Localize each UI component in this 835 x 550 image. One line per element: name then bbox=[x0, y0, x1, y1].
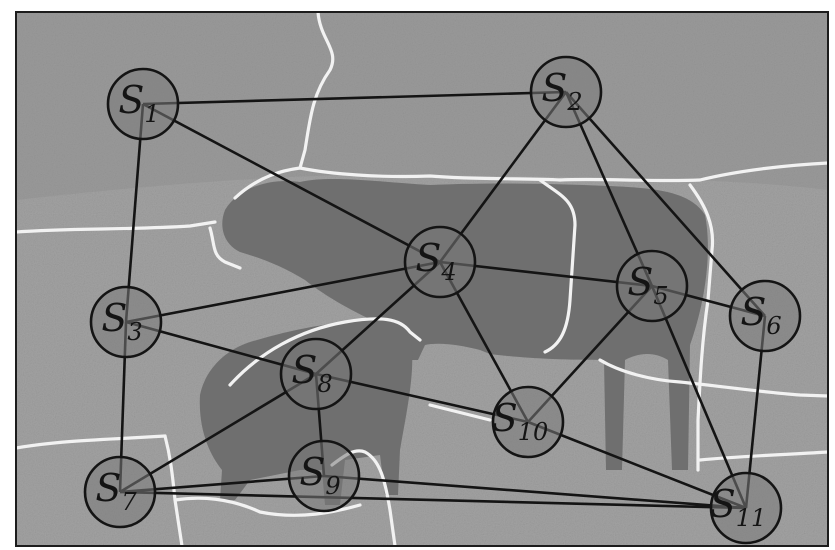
node-subscript: 1 bbox=[144, 100, 159, 128]
node-s8: S8 bbox=[279, 337, 353, 411]
node-subscript: 6 bbox=[766, 312, 781, 340]
node-label: S11 bbox=[710, 482, 767, 532]
distant-field bbox=[16, 12, 828, 200]
node-letter: S bbox=[291, 348, 317, 392]
node-circle bbox=[615, 249, 689, 323]
edge-s1-s4 bbox=[142, 102, 441, 264]
node-circle bbox=[106, 67, 180, 141]
node-circle bbox=[83, 455, 157, 529]
node-letter: S bbox=[118, 78, 144, 122]
figure-frame bbox=[15, 11, 829, 547]
edge-s7-s11 bbox=[119, 490, 747, 510]
node-label: S3 bbox=[101, 296, 142, 346]
sheep-photo bbox=[16, 12, 828, 546]
node-letter: S bbox=[95, 466, 121, 510]
edge-s1-s3 bbox=[124, 103, 145, 323]
node-subscript: 7 bbox=[121, 488, 137, 516]
node-s11: S11 bbox=[709, 471, 783, 545]
node-label: S5 bbox=[627, 260, 668, 310]
node-s6: S6 bbox=[728, 279, 802, 353]
edge-s1-s2 bbox=[142, 90, 567, 106]
node-label: S6 bbox=[740, 290, 781, 340]
node-label: S10 bbox=[492, 396, 549, 446]
sheep-silhouette bbox=[222, 178, 708, 470]
node-letter: S bbox=[740, 290, 766, 334]
node-circle bbox=[89, 285, 163, 359]
node-s4: S4 bbox=[403, 225, 477, 299]
node-label: S2 bbox=[541, 66, 582, 116]
node-letter: S bbox=[541, 66, 567, 110]
edge-s7-s8 bbox=[119, 372, 317, 494]
node-letter: S bbox=[101, 296, 127, 340]
node-label: S7 bbox=[95, 466, 137, 516]
node-subscript: 2 bbox=[566, 88, 582, 116]
edge-s5-s11 bbox=[650, 285, 748, 509]
edge-s3-s4 bbox=[125, 260, 441, 324]
node-subscript: 8 bbox=[317, 370, 332, 398]
node-circle bbox=[529, 55, 603, 129]
node-circle bbox=[287, 439, 361, 513]
node-s3: S3 bbox=[89, 285, 163, 359]
node-circle bbox=[403, 225, 477, 299]
node-letter: S bbox=[415, 236, 441, 280]
node-s1: S1 bbox=[106, 67, 180, 141]
edge-s9-s11 bbox=[323, 474, 747, 510]
edge-s2-s6 bbox=[565, 91, 766, 317]
node-label: S8 bbox=[291, 348, 332, 398]
node-label: S4 bbox=[415, 236, 456, 286]
lamb-silhouette bbox=[199, 319, 413, 505]
node-s2: S2 bbox=[529, 55, 603, 129]
node-s5: S5 bbox=[615, 249, 689, 323]
node-subscript: 3 bbox=[127, 318, 142, 346]
node-letter: S bbox=[299, 450, 325, 494]
node-label: S9 bbox=[299, 450, 340, 500]
edge-s10-s11 bbox=[527, 420, 747, 510]
node-circle bbox=[491, 385, 565, 459]
node-circle bbox=[279, 337, 353, 411]
node-circle bbox=[728, 279, 802, 353]
node-label: S1 bbox=[118, 78, 159, 128]
node-subscript: 10 bbox=[518, 418, 549, 446]
node-circle bbox=[709, 471, 783, 545]
node-letter: S bbox=[492, 396, 518, 440]
node-subscript: 5 bbox=[653, 282, 668, 310]
node-letter: S bbox=[710, 482, 736, 526]
node-subscript: 11 bbox=[736, 504, 767, 532]
node-subscript: 4 bbox=[440, 258, 456, 286]
node-letter: S bbox=[627, 260, 653, 304]
node-s9: S9 bbox=[287, 439, 361, 513]
node-s10: S10 bbox=[491, 385, 565, 459]
node-s7: S7 bbox=[83, 455, 157, 529]
node-subscript: 9 bbox=[325, 472, 340, 500]
